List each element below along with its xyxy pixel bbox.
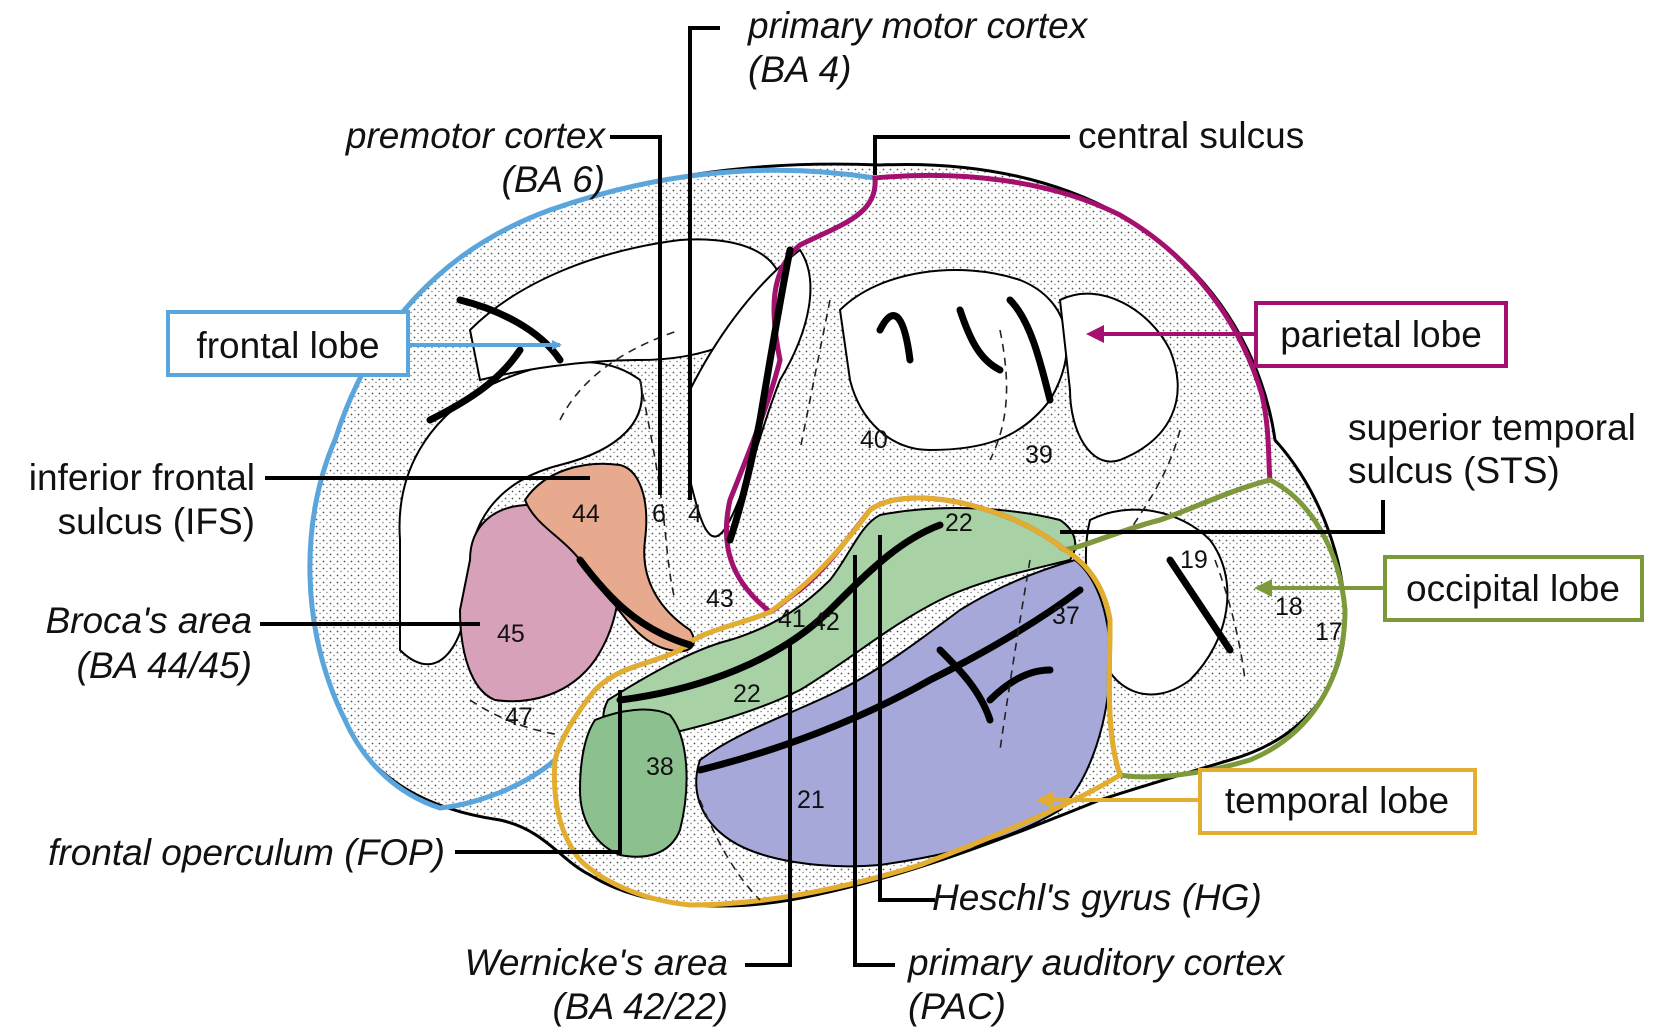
central-sulcus-label: central sulcus xyxy=(1078,115,1304,156)
pac-label-1: primary auditory cortex xyxy=(907,942,1286,983)
occipital-lobe-text: occipital lobe xyxy=(1406,568,1620,609)
area-43: 43 xyxy=(706,585,734,613)
sts-label-2: sulcus (STS) xyxy=(1348,450,1560,491)
area-6: 6 xyxy=(652,500,666,528)
area-21: 21 xyxy=(797,786,825,814)
premotor-label-2: (BA 6) xyxy=(502,159,605,200)
area-38: 38 xyxy=(646,753,674,781)
area-40: 40 xyxy=(860,426,888,454)
temporal-pole-region xyxy=(580,710,687,857)
primary-motor-label-2: (BA 4) xyxy=(748,49,851,90)
area-44: 44 xyxy=(572,500,600,528)
sts-label-1: superior temporal xyxy=(1348,407,1636,448)
fop-label: frontal operculum (FOP) xyxy=(48,832,445,873)
area-47: 47 xyxy=(505,703,533,731)
area-18: 18 xyxy=(1275,593,1303,621)
broca-label-1: Broca's area xyxy=(45,600,252,641)
wernicke-label-2: (BA 42/22) xyxy=(553,986,729,1027)
premotor-label-1: premotor cortex xyxy=(345,115,607,156)
area-39: 39 xyxy=(1025,441,1053,469)
area-19: 19 xyxy=(1180,546,1208,574)
wernicke-label-1: Wernicke's area xyxy=(465,942,728,983)
primary-motor-label-1: primary motor cortex xyxy=(747,5,1089,46)
frontal-lobe-text: frontal lobe xyxy=(196,325,379,366)
temporal-lobe-text: temporal lobe xyxy=(1225,780,1449,821)
parietal-lobe-text: parietal lobe xyxy=(1280,314,1482,355)
area-41: 41 xyxy=(778,605,806,633)
area-37: 37 xyxy=(1052,602,1080,630)
area-22-lower: 22 xyxy=(733,680,761,708)
area-45: 45 xyxy=(497,620,525,648)
area-4: 4 xyxy=(688,500,702,528)
broca-label-2: (BA 44/45) xyxy=(77,645,253,686)
area-42: 42 xyxy=(812,608,840,636)
ifs-label-2: sulcus (IFS) xyxy=(58,501,255,542)
area-17: 17 xyxy=(1315,618,1343,646)
ifs-label-1: inferior frontal xyxy=(29,457,255,498)
area-22-upper: 22 xyxy=(945,509,973,537)
pac-label-2: (PAC) xyxy=(908,986,1006,1027)
heschl-label: Heschl's gyrus (HG) xyxy=(932,877,1262,918)
